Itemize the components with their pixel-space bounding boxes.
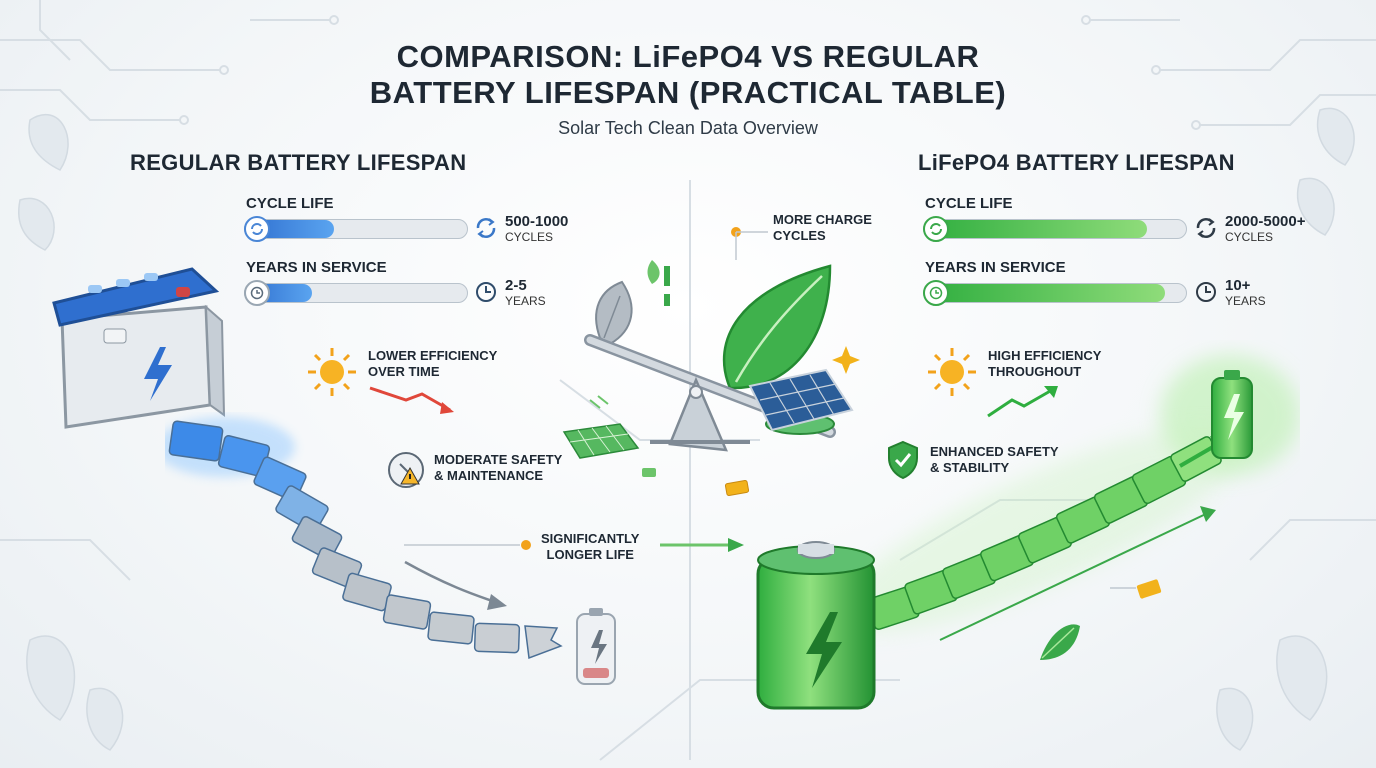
regular-safety-callout: MODERATE SAFETY & MAINTENANCE (434, 452, 562, 484)
shield-check-icon (888, 440, 918, 480)
center-life-line1: SIGNIFICANTLY (541, 531, 640, 546)
refresh-icon (923, 216, 949, 242)
regular-cycle-unit: CYCLES (505, 230, 554, 244)
lifepo4-years-value-group: 10+ YEARS (1225, 277, 1266, 309)
clock-icon (923, 280, 949, 306)
regular-battery-illustration (52, 267, 226, 429)
lifepo4-years-bar-fill (924, 284, 1166, 302)
lifepo4-safety-line1: ENHANCED SAFETY (930, 444, 1059, 459)
regular-years-unit: YEARS (505, 294, 546, 308)
regular-cell-chain (165, 417, 616, 685)
refresh-icon (1196, 218, 1216, 238)
sun-icon (308, 348, 356, 396)
page-title-line1: COMPARISON: LiFePO4 VS REGULAR (396, 39, 980, 74)
regular-safety-line2: & MAINTENANCE (434, 468, 544, 483)
solar-panel-icon (748, 368, 854, 432)
lifepo4-efficiency-line2: THROUGHOUT (988, 364, 1082, 379)
regular-cycle-value-group: 500-1000 CYCLES (505, 213, 569, 245)
lifepo4-safety-line2: & STABILITY (930, 460, 1010, 475)
center-life-connector (404, 538, 744, 552)
lifepo4-cycle-bar-fill (924, 220, 1147, 238)
lifepo4-safety-callout: ENHANCED SAFETY & STABILITY (930, 444, 1059, 476)
warning-icon (388, 452, 424, 488)
lifepo4-cycle-value: 2000-5000+ (1225, 213, 1306, 230)
page-subtitle: Solar Tech Clean Data Overview (558, 118, 818, 138)
page-title-line2: BATTERY LIFESPAN (PRACTICAL TABLE) (369, 75, 1007, 110)
regular-cycle-bar (244, 219, 468, 239)
regular-panel-title: REGULAR BATTERY LIFESPAN (130, 150, 467, 175)
lifepo4-cycle-value-group: 2000-5000+ CYCLES (1225, 213, 1306, 245)
refresh-icon (476, 218, 496, 238)
regular-years-bar (244, 283, 468, 303)
sun-icon (928, 348, 976, 396)
lifepo4-years-unit: YEARS (1225, 294, 1266, 308)
center-illustration (562, 227, 860, 497)
lifepo4-efficiency-callout: HIGH EFFICIENCY THROUGHOUT (988, 348, 1101, 380)
regular-efficiency-line2: OVER TIME (368, 364, 440, 379)
lifepo4-battery-illustration (756, 541, 876, 710)
clock-icon (476, 282, 496, 302)
regular-years-value-group: 2-5 YEARS (505, 277, 546, 309)
lifepo4-cycle-bar (923, 219, 1187, 239)
regular-safety-line1: MODERATE SAFETY (434, 452, 563, 467)
lifepo4-cycle-label: CYCLE LIFE (925, 195, 1013, 212)
center-charge-callout: MORE CHARGE CYCLES (773, 212, 872, 244)
lifepo4-years-value: 10+ (1225, 277, 1251, 294)
clock-icon (244, 280, 270, 306)
center-life-callout: SIGNIFICANTLY LONGER LIFE (541, 531, 639, 563)
refresh-icon (244, 216, 270, 242)
center-life-line2: LONGER LIFE (546, 547, 634, 562)
regular-cycle-label: CYCLE LIFE (246, 195, 334, 212)
regular-efficiency-line1: LOWER EFFICIENCY (368, 348, 498, 363)
trend-down-arrow (369, 386, 454, 414)
trend-up-arrow (987, 386, 1058, 418)
lifepo4-panel-title: LiFePO4 BATTERY LIFESPAN (918, 150, 1235, 175)
lifepo4-cell-chain (837, 355, 1300, 660)
clock-icon (1196, 282, 1216, 302)
center-charge-line2: CYCLES (773, 228, 826, 243)
center-charge-line1: MORE CHARGE (773, 212, 872, 227)
regular-years-value: 2-5 (505, 277, 527, 294)
regular-efficiency-callout: LOWER EFFICIENCY OVER TIME (368, 348, 497, 380)
lifepo4-efficiency-line1: HIGH EFFICIENCY (988, 348, 1102, 363)
regular-years-label: YEARS IN SERVICE (246, 259, 387, 276)
lifepo4-years-label: YEARS IN SERVICE (925, 259, 1066, 276)
lifepo4-cycle-unit: CYCLES (1225, 230, 1274, 244)
regular-cycle-value: 500-1000 (505, 213, 569, 230)
lifepo4-years-bar (923, 283, 1187, 303)
